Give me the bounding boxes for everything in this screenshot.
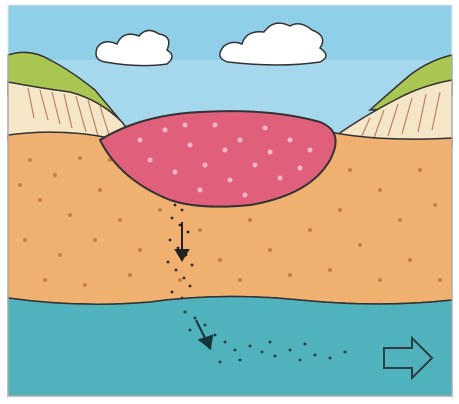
- groundwater-layer: [8, 296, 452, 396]
